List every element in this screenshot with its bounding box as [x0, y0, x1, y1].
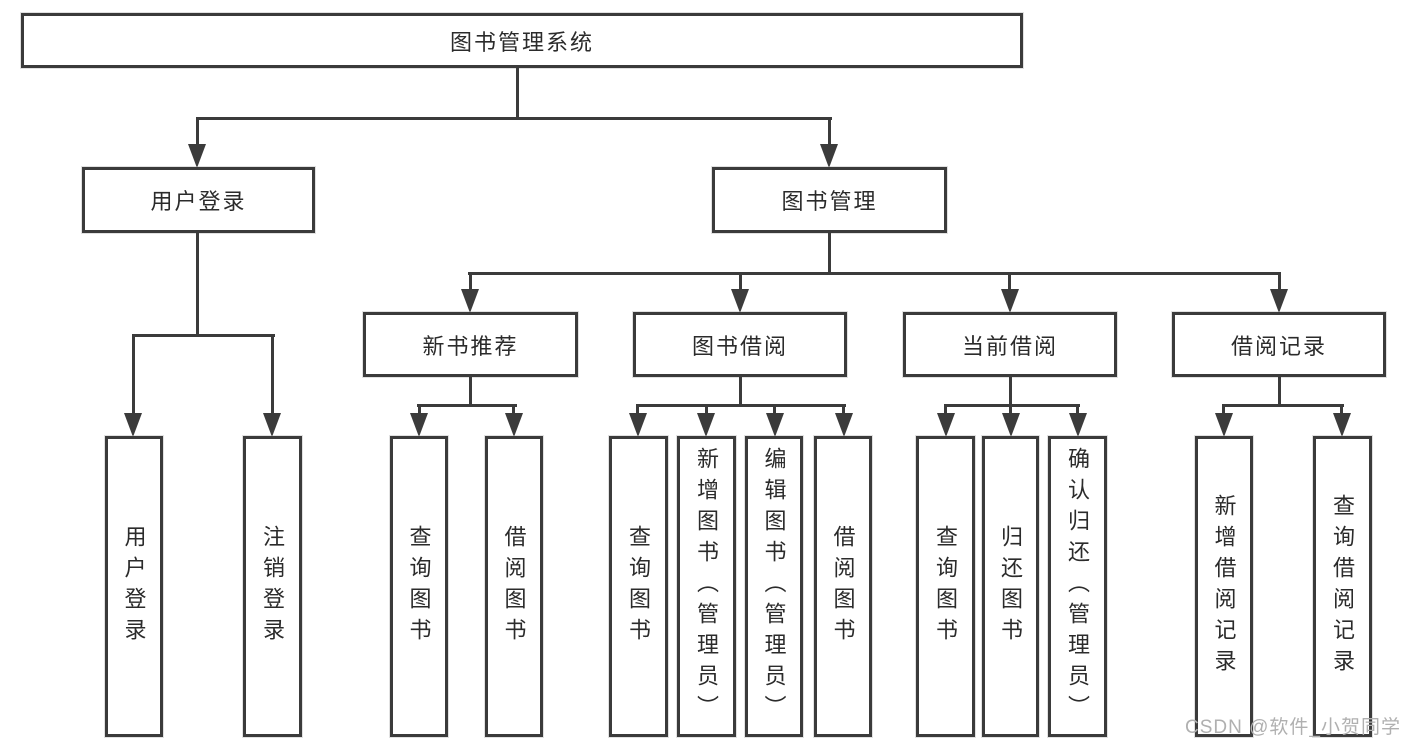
connector-line — [739, 377, 742, 407]
leaf-borrow-query-books: 查询图书 — [609, 436, 668, 737]
leaf-label: 确认归还（管理员） — [1065, 447, 1091, 726]
connector-line — [828, 233, 831, 275]
csdn-watermark: CSDN @软件_小贺同学 — [1185, 717, 1401, 738]
connector-line — [944, 404, 1080, 407]
connector-line — [1278, 377, 1281, 407]
connector-line — [516, 67, 519, 120]
arrow-down-icon — [1069, 413, 1087, 437]
arrow-down-icon — [835, 413, 853, 437]
connector-line — [1009, 377, 1012, 407]
connector-line — [828, 117, 831, 147]
connector-line — [739, 272, 742, 292]
connector-line — [1340, 404, 1343, 418]
connector-line — [196, 233, 199, 337]
connector-line — [196, 117, 832, 120]
connector-line — [705, 404, 708, 418]
connector-line — [417, 404, 517, 407]
connector-line — [1008, 272, 1011, 292]
connector-line — [132, 334, 275, 337]
arrow-down-icon — [937, 413, 955, 437]
leaf-user-login: 用户登录 — [105, 436, 163, 737]
arrow-down-icon — [1002, 413, 1020, 437]
leaf-label: 新增借阅记录 — [1211, 493, 1237, 680]
leaf-add-book-admin: 新增图书（管理员） — [677, 436, 736, 737]
arrow-down-icon — [263, 413, 281, 437]
connector-line — [842, 404, 845, 418]
connector-line — [1222, 404, 1225, 418]
node-root: 图书管理系统 — [21, 13, 1023, 68]
arrow-down-icon — [461, 289, 479, 313]
leaf-confirm-return-admin: 确认归还（管理员） — [1048, 436, 1107, 737]
connector-line — [1222, 404, 1344, 407]
connector-line — [468, 272, 1281, 275]
connector-line — [512, 404, 515, 418]
arrow-down-icon — [124, 413, 142, 437]
leaf-label: 编辑图书（管理员） — [761, 447, 787, 726]
arrow-down-icon — [820, 144, 838, 168]
connector-line — [944, 404, 947, 418]
leaf-label: 归还图书 — [998, 524, 1024, 649]
arrow-down-icon — [766, 413, 784, 437]
arrow-down-icon — [1270, 289, 1288, 313]
connector-line — [132, 334, 135, 416]
leaf-label: 注销登录 — [260, 524, 286, 649]
connector-line — [469, 377, 472, 407]
leaf-label: 借阅图书 — [501, 524, 527, 649]
arrow-down-icon — [629, 413, 647, 437]
node-book-borrow: 图书借阅 — [633, 312, 847, 377]
node-borrow-records: 借阅记录 — [1172, 312, 1386, 377]
leaf-logout: 注销登录 — [243, 436, 302, 737]
leaf-label: 查询图书 — [626, 524, 652, 649]
leaf-newbooks-query-books: 查询图书 — [390, 436, 448, 737]
leaf-borrow-borrow-books: 借阅图书 — [814, 436, 872, 737]
leaf-label: 用户登录 — [121, 524, 147, 649]
leaf-newbooks-borrow-books: 借阅图书 — [485, 436, 543, 737]
arrow-down-icon — [1333, 413, 1351, 437]
connector-line — [271, 334, 274, 416]
leaf-label: 查询图书 — [406, 524, 432, 649]
arrow-down-icon — [731, 289, 749, 313]
arrow-down-icon — [188, 144, 206, 168]
connector-line — [1009, 404, 1012, 418]
node-book-management: 图书管理 — [712, 167, 947, 233]
node-user-login: 用户登录 — [82, 167, 315, 233]
arrow-down-icon — [410, 413, 428, 437]
connector-line — [1278, 272, 1281, 292]
arrow-down-icon — [505, 413, 523, 437]
leaf-label: 查询借阅记录 — [1330, 493, 1356, 680]
connector-line — [636, 404, 639, 418]
leaf-label: 查询图书 — [933, 524, 959, 649]
connector-line — [1076, 404, 1079, 418]
leaf-query-borrow-record: 查询借阅记录 — [1313, 436, 1372, 737]
leaf-current-query-books: 查询图书 — [916, 436, 975, 737]
connector-line — [773, 404, 776, 418]
arrow-down-icon — [1215, 413, 1233, 437]
node-current-borrow: 当前借阅 — [903, 312, 1117, 377]
arrow-down-icon — [1001, 289, 1019, 313]
connector-line — [418, 404, 421, 418]
connector-line — [469, 272, 472, 292]
leaf-label: 新增图书（管理员） — [694, 447, 720, 726]
connector-line — [636, 404, 846, 407]
connector-line — [196, 117, 199, 147]
leaf-edit-book-admin: 编辑图书（管理员） — [745, 436, 803, 737]
leaf-return-book: 归还图书 — [982, 436, 1039, 737]
node-new-book-recommend: 新书推荐 — [363, 312, 578, 377]
leaf-label: 借阅图书 — [830, 524, 856, 649]
leaf-add-borrow-record: 新增借阅记录 — [1195, 436, 1253, 737]
arrow-down-icon — [697, 413, 715, 437]
